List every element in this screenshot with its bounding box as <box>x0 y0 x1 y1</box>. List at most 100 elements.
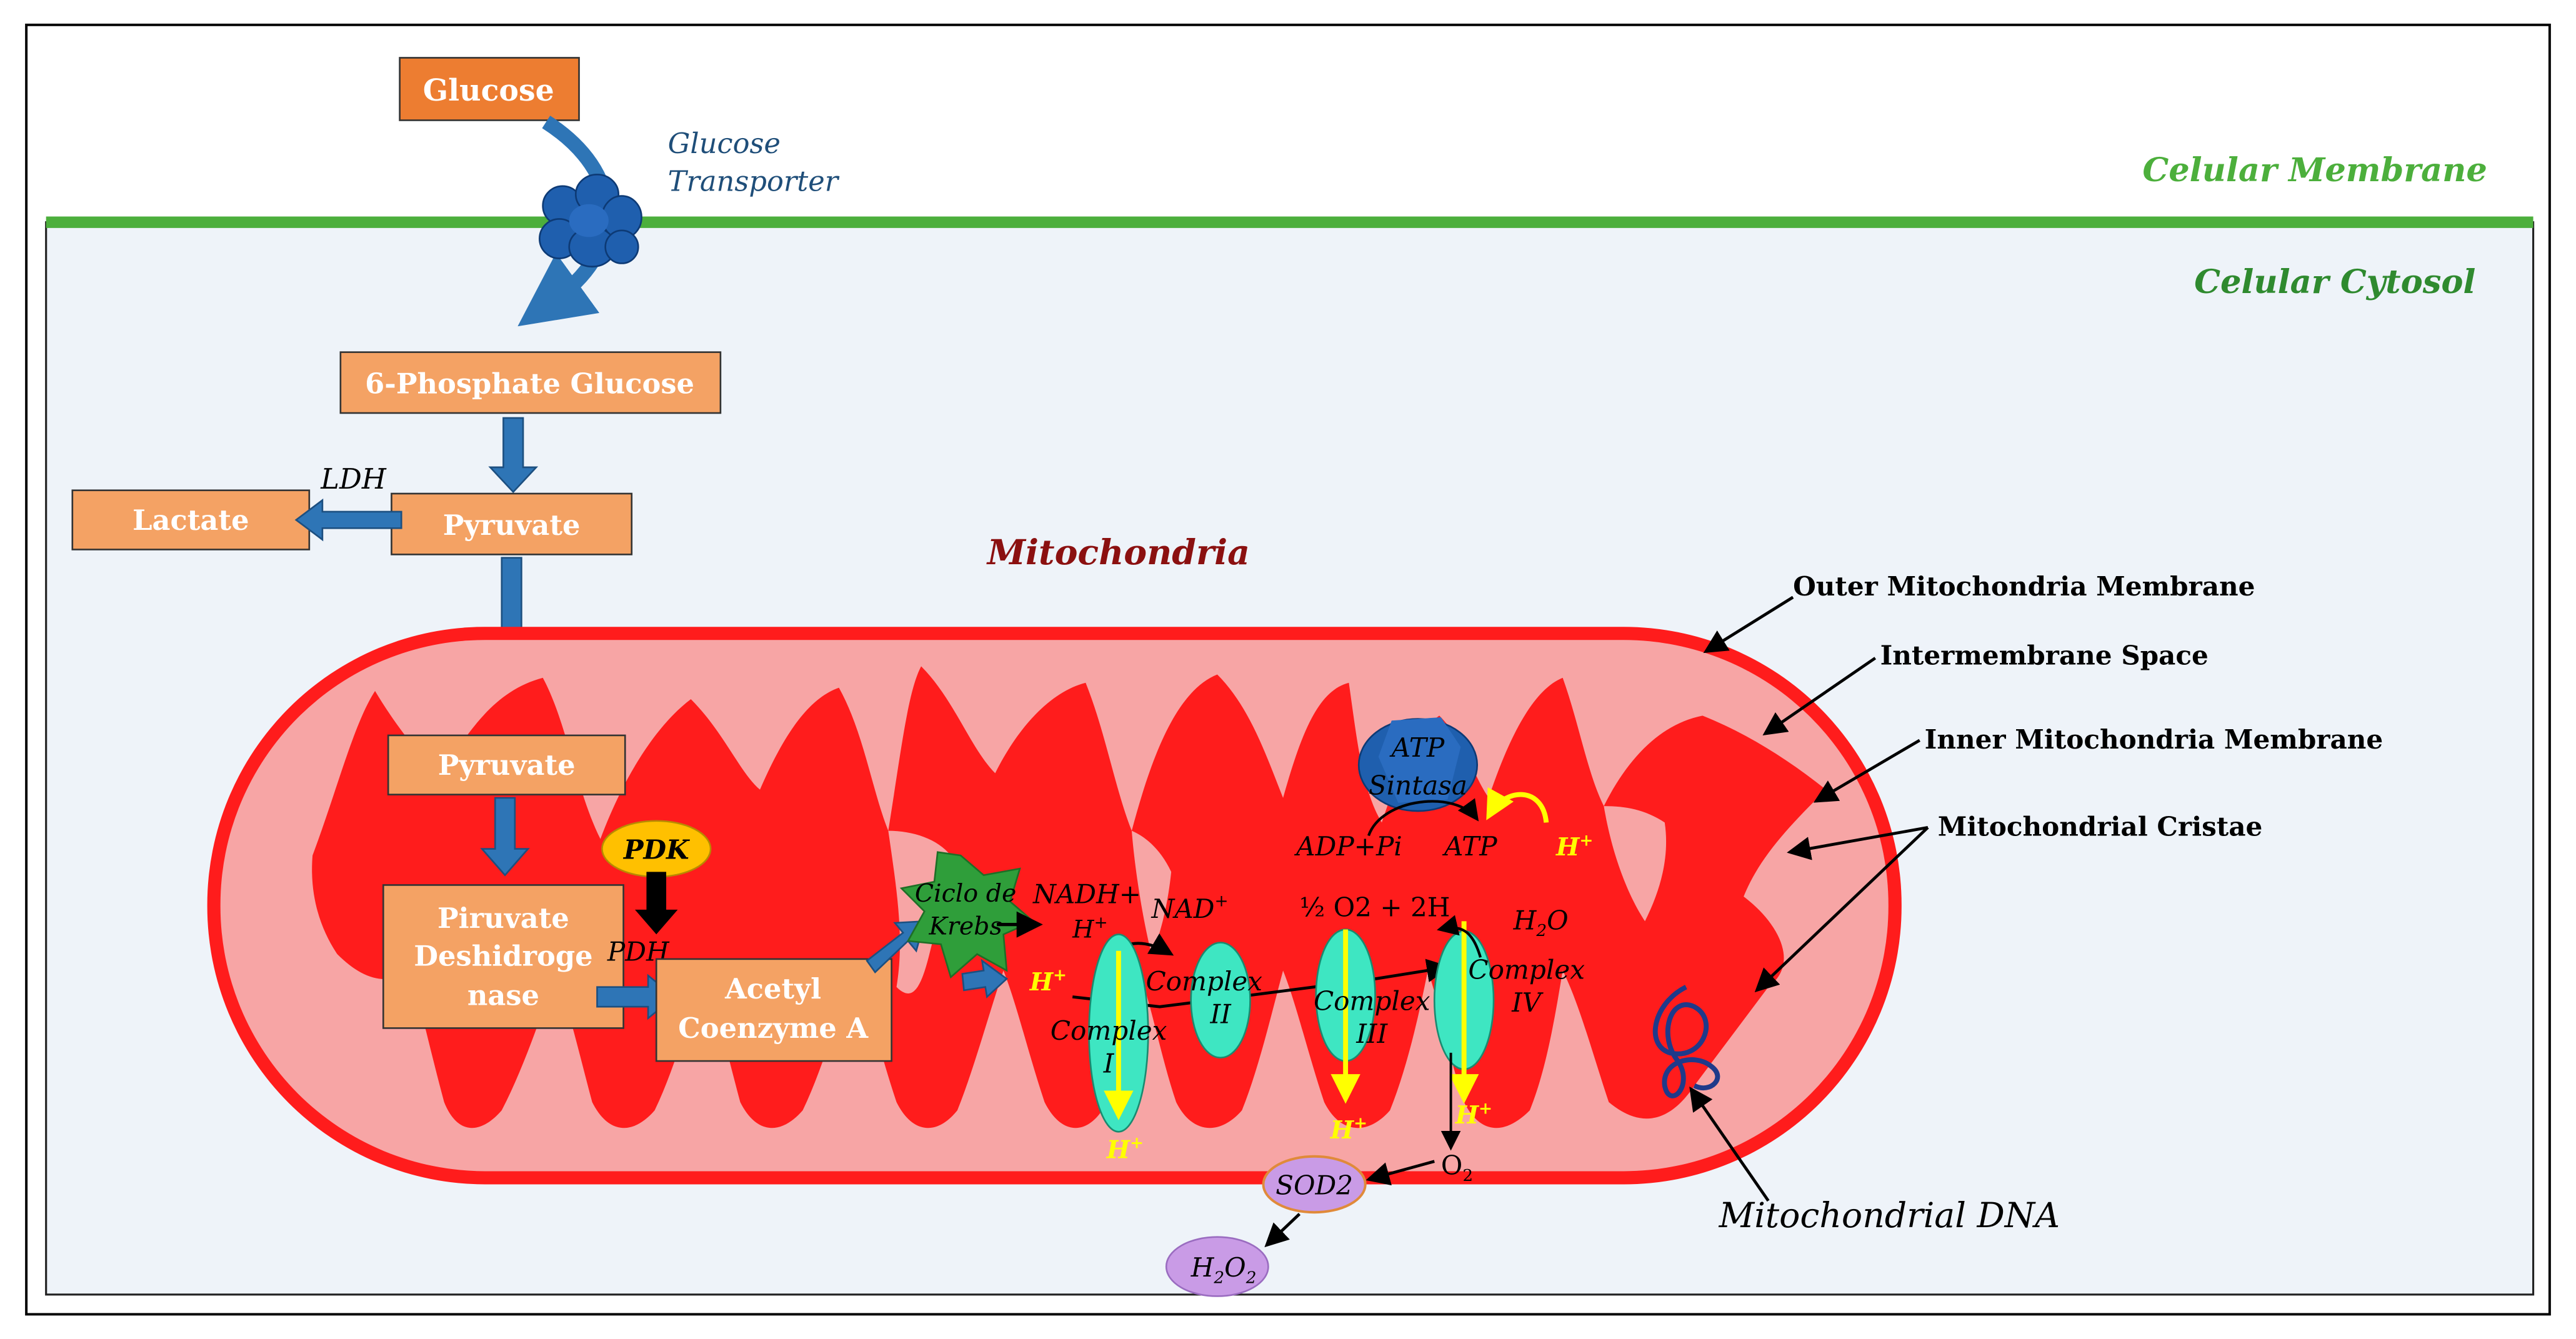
cytosol-label: Celular Cytosol <box>2194 263 2475 301</box>
complex-1-word: Complex <box>1051 1015 1167 1046</box>
outer-membrane-callout-arrow <box>1703 595 1794 654</box>
arrow-krebs-to-complex1 <box>961 958 1008 999</box>
cristae-callout-arrow-1 <box>1787 825 1929 860</box>
nadh-h-label: H+ <box>1072 913 1107 944</box>
complex-2-ellipse <box>1190 942 1251 1059</box>
inner-membrane-callout: Inner Mitochondria Membrane <box>1925 724 2384 755</box>
dna-callout-arrow <box>1689 1086 1770 1202</box>
matrix-channel-2 <box>1131 830 1172 954</box>
h2o2-h: H <box>1191 1252 1215 1283</box>
pyruvate-mito-box <box>387 734 626 795</box>
o2-label: O2 <box>1441 1150 1473 1186</box>
hplus-atp: H+ <box>1555 830 1593 862</box>
hplus-ims-4-sup: + <box>1479 1098 1492 1118</box>
lactate-box <box>71 489 311 550</box>
pyruvate-mito-label: Pyruvate <box>438 749 576 782</box>
phosphate-glucose-label: 6-Phosphate Glucose <box>365 367 694 400</box>
hplus-ims-4-base: H <box>1455 1101 1480 1130</box>
arrow-pyruvate-to-lactate <box>294 498 402 542</box>
hplus-atp-sup: + <box>1579 830 1593 850</box>
nad-label: NAD+ <box>1151 892 1229 924</box>
hplus-ims-1: H+ <box>1106 1133 1144 1165</box>
h2o2-sub-1: 2 <box>1213 1268 1224 1287</box>
water-sub: 2 <box>1535 922 1547 940</box>
complex-2-word: Complex <box>1146 966 1262 997</box>
intermembrane-callout-arrow <box>1762 657 1877 735</box>
hplus-ims-3-sup: + <box>1354 1113 1367 1133</box>
acetyl-label-1: Acetyl <box>724 972 821 1005</box>
phosphate-glucose-box <box>339 351 722 414</box>
hplus-ims-1-sup: + <box>1130 1133 1144 1153</box>
atp-synthase-label-2: Sintasa <box>1369 770 1467 801</box>
cristae-callout: Mitochondrial Cristae <box>1938 810 2263 842</box>
o2-sub: 2 <box>1462 1167 1473 1185</box>
nadh-label: NADH+ <box>1032 879 1141 909</box>
atp-synthase-label-1: ATP <box>1389 732 1445 763</box>
hplus-ims-3-base: H <box>1330 1116 1355 1145</box>
h2o2-sub-2: 2 <box>1246 1268 1257 1287</box>
hplus-matrix-1-base: H <box>1029 968 1054 997</box>
krebs-label-2: Krebs <box>928 912 1002 940</box>
complex-3-numeral: III <box>1355 1018 1388 1049</box>
acetyl-label-2: Coenzyme A <box>678 1012 869 1045</box>
nad-sup: + <box>1215 892 1229 911</box>
mitochondria-title: Mitochondria <box>986 532 1250 573</box>
hplus-ims-4: H+ <box>1455 1098 1492 1130</box>
dna-callout-label: Mitochondrial DNA <box>1719 1196 2060 1236</box>
outer-membrane-callout: Outer Mitochondria Membrane <box>1793 570 2255 602</box>
transporter-label-1: Glucose <box>668 127 781 160</box>
proton-return-arrow <box>1486 787 1549 823</box>
pyruvate-cytosol-label: Pyruvate <box>443 509 581 542</box>
glucose-label: Glucose <box>423 74 554 108</box>
arrow-6pg-to-pyruvate <box>488 417 539 494</box>
krebs-cycle-star <box>899 851 1035 979</box>
mitochondrial-dna-icon <box>1652 985 1720 1098</box>
inner-membrane-callout-arrow <box>1813 739 1920 803</box>
pdh-box <box>382 884 624 1029</box>
acetyl-coa-box <box>655 958 892 1062</box>
complex-4-numeral: IV <box>1511 987 1544 1018</box>
cristae-callout-arrow-2 <box>1754 826 1929 993</box>
hplus-ims-3: H+ <box>1330 1113 1367 1145</box>
krebs-label-1: Ciclo de <box>915 879 1016 908</box>
adp-label: ADP+Pi <box>1294 831 1402 862</box>
h2o2-o: O <box>1224 1252 1246 1283</box>
water-h: H <box>1513 905 1537 936</box>
h2o2-label: H2O2 <box>1191 1252 1257 1288</box>
hplus-matrix-1: H+ <box>1029 965 1067 997</box>
intermembrane-callout: Intermembrane Space <box>1880 640 2209 671</box>
transporter-label-2: Transporter <box>668 165 840 198</box>
sod2-label: SOD2 <box>1276 1170 1353 1200</box>
pdh-label-2: Deshidroge <box>414 939 592 972</box>
sod2-to-h2o2-arrow <box>1264 1213 1301 1248</box>
lactate-label: Lactate <box>132 504 249 537</box>
sod2-ellipse <box>1262 1155 1367 1214</box>
water-formation-arrow <box>1437 915 1482 958</box>
complex-2-numeral: II <box>1209 999 1232 1030</box>
pdk-inhibition-arrow <box>635 872 678 935</box>
glucose-transporter-icon <box>539 174 642 268</box>
h2o2-ellipse <box>1165 1236 1269 1297</box>
hplus-matrix-1-sup: + <box>1053 965 1067 985</box>
nadh-h-sup: + <box>1094 913 1108 932</box>
pdh-label-3: nase <box>467 979 539 1012</box>
o2-to-sod2-arrow <box>1365 1160 1435 1186</box>
o2-base: O <box>1441 1150 1463 1181</box>
ldh-label: LDH <box>320 462 387 495</box>
complex-4-word: Complex <box>1468 954 1585 985</box>
hplus-atp-base: H <box>1555 833 1580 862</box>
nad-base: NAD <box>1151 893 1215 924</box>
water-o: O <box>1547 905 1569 936</box>
pyruvate-cytosol-box <box>391 492 633 555</box>
pdk-label: PDK <box>623 834 690 865</box>
arrow-pyruvate-to-pdh <box>480 797 530 877</box>
water-label: H2O <box>1513 905 1569 941</box>
complex-3-word: Complex <box>1314 985 1430 1016</box>
atp-synthase-icon <box>1357 717 1479 812</box>
matrix-channel-3 <box>1604 806 1667 922</box>
glucose-box <box>399 57 580 121</box>
atp-product-label: ATP <box>1442 831 1497 862</box>
complex-1-numeral: I <box>1103 1048 1115 1079</box>
